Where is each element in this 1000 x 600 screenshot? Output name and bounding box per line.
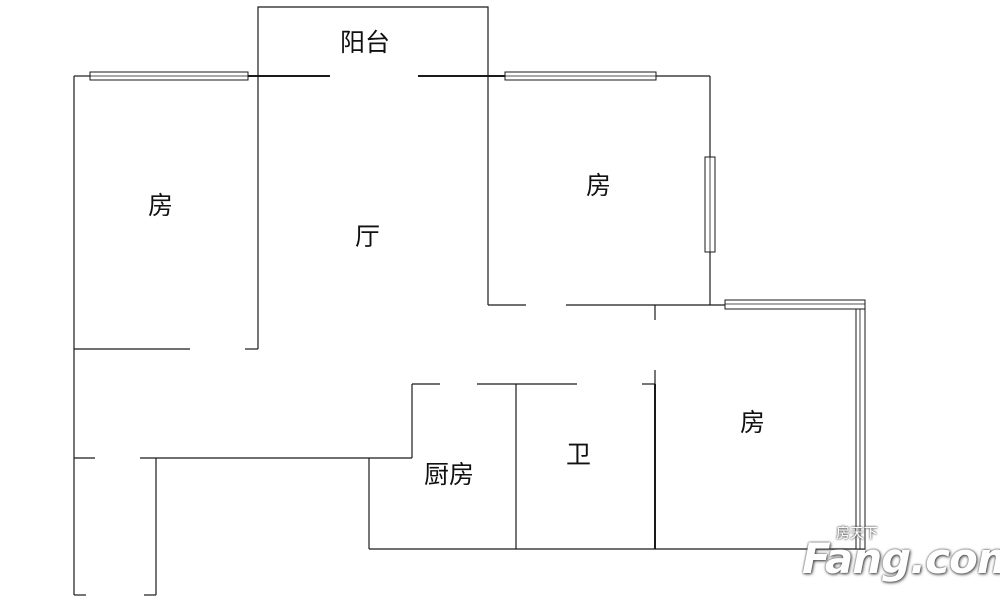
room-label-balcony: 阳台 xyxy=(340,28,391,57)
balcony-wall xyxy=(257,6,489,76)
window-top-right-bedroom xyxy=(504,71,657,81)
room-label-kitchen: 厨房 xyxy=(424,460,475,489)
watermark-subtitle: 房天下 xyxy=(836,526,878,542)
window-top-right-bedroom-side xyxy=(704,156,716,253)
window-left-bedroom xyxy=(89,71,249,81)
window-bay-top xyxy=(724,299,866,310)
room-label-bathroom: 卫 xyxy=(566,440,592,469)
windows xyxy=(89,71,866,550)
room-label-bedroom-top-right: 房 xyxy=(586,171,612,200)
room-label-bedroom-bottom-right: 房 xyxy=(740,408,766,437)
walls xyxy=(73,6,860,596)
watermark-brand: Fang.com xyxy=(802,534,1000,583)
room-label-bedroom-left: 房 xyxy=(148,191,174,220)
window-bay-side xyxy=(855,308,866,550)
room-label-living-room: 厅 xyxy=(355,222,381,251)
